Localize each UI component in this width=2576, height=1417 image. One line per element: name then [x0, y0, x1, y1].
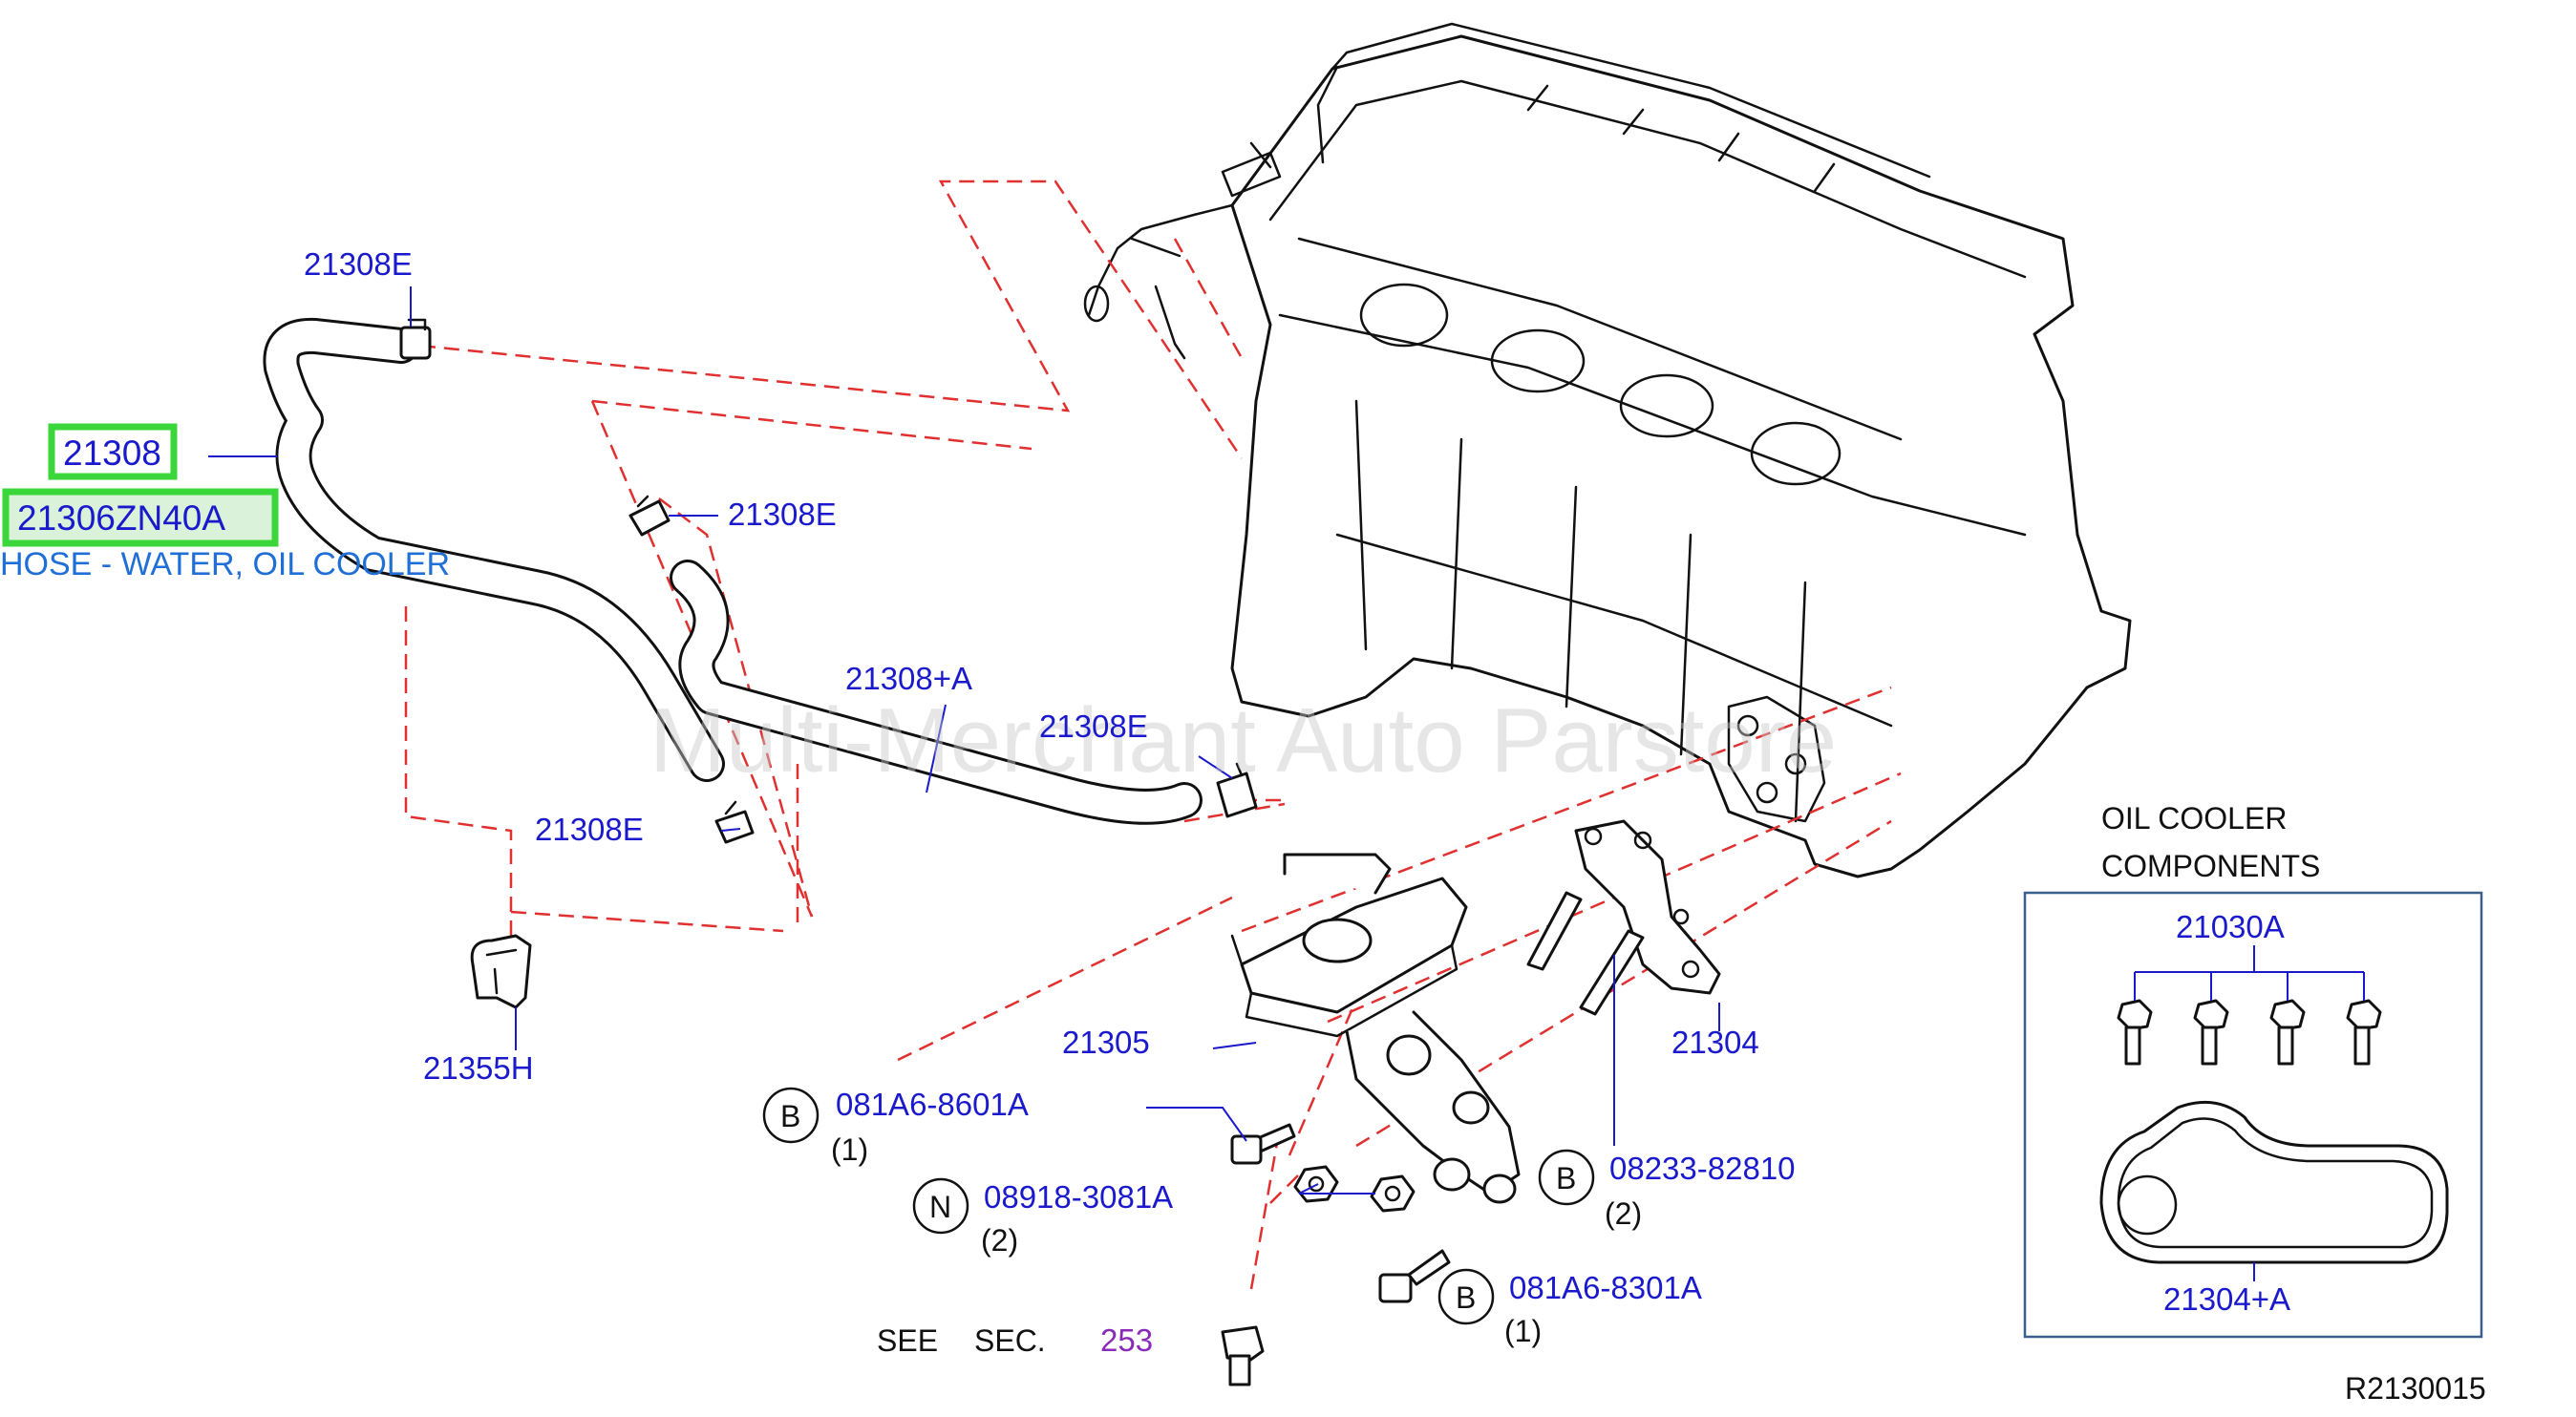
- gasket-21304: [1574, 819, 1721, 995]
- badge-n-letter: N: [929, 1190, 951, 1224]
- label-bolt1[interactable]: 081A6-8601A: [836, 1087, 1029, 1122]
- part-number-highlight-box: [48, 423, 178, 480]
- leader-lines: [208, 286, 2365, 1281]
- label-bolt1-qty: (1): [831, 1132, 868, 1167]
- diagram-reference: R2130015: [2345, 1371, 2486, 1406]
- bolt-icon: [1378, 1249, 1451, 1303]
- clamp-icon: [1216, 762, 1258, 818]
- clamp-icon: [628, 495, 671, 537]
- label-bolts-21030a[interactable]: 21030A: [2176, 909, 2285, 944]
- label-cooler[interactable]: 21305: [1062, 1025, 1150, 1060]
- label-sec-number[interactable]: 253: [1100, 1322, 1153, 1358]
- bracket-21355h: [470, 934, 532, 1009]
- components-title-line1: OIL COOLER: [2101, 801, 2287, 835]
- label-stud-qty: (2): [1605, 1196, 1642, 1231]
- hose-21308-a: [670, 560, 1203, 825]
- label-clamp-mid[interactable]: 21308E: [728, 497, 837, 532]
- badge-b-letter: B: [1556, 1161, 1576, 1195]
- clamp-icon: [399, 318, 432, 360]
- bolt-icon: [2117, 999, 2153, 1066]
- bolt-icon: [2346, 999, 2382, 1066]
- badge-n: [912, 1177, 969, 1235]
- bolt-icon: [1230, 1123, 1296, 1165]
- oil-cooler-21305: [1230, 853, 1521, 1204]
- oem-number-label[interactable]: 21306ZN40A: [17, 498, 225, 538]
- nut-icon: [1370, 1174, 1416, 1213]
- bolt-icon: [2269, 999, 2306, 1066]
- badge-b: [762, 1087, 820, 1144]
- components-title-line2: COMPONENTS: [2101, 849, 2320, 883]
- badge-b: [1437, 1268, 1495, 1325]
- badge-b-letter: B: [780, 1099, 800, 1133]
- engine-block: [1083, 22, 2132, 878]
- label-stud[interactable]: 08233-82810: [1609, 1151, 1796, 1186]
- oil-cooler-components-box: [2023, 891, 2483, 1339]
- label-see: SEE: [877, 1323, 938, 1358]
- badge-b-letter: B: [1456, 1280, 1476, 1315]
- gasket-21304a-icon: [2099, 1100, 2449, 1264]
- badge-b: [1538, 1149, 1595, 1206]
- label-clamp-low[interactable]: 21308E: [535, 812, 644, 847]
- sensor-253-icon: [1221, 1325, 1265, 1386]
- label-bolt2-qty: (1): [1504, 1314, 1542, 1348]
- clamp-icon: [714, 800, 755, 844]
- label-sec: SEC.: [974, 1323, 1046, 1358]
- hose-21308: [263, 317, 725, 782]
- watermark: Multi-Merchant Auto Parstore: [649, 689, 1837, 792]
- label-clamp-top[interactable]: 21308E: [304, 246, 413, 282]
- label-hose-a[interactable]: 21308+A: [845, 661, 972, 696]
- stud-icon: [1526, 891, 1645, 1016]
- label-clamp-right[interactable]: 21308E: [1039, 708, 1148, 744]
- label-bracket[interactable]: 21355H: [423, 1050, 534, 1086]
- label-nut[interactable]: 08918-3081A: [984, 1179, 1173, 1215]
- label-gasket[interactable]: 21304: [1671, 1025, 1759, 1060]
- part-number-label[interactable]: 21308: [63, 434, 161, 473]
- label-gasket-21304a[interactable]: 21304+A: [2163, 1281, 2290, 1317]
- oem-number-highlight-box: [2, 488, 279, 547]
- bolt-icon: [2193, 999, 2229, 1066]
- part-description: HOSE - WATER, OIL COOLER: [0, 546, 450, 582]
- label-bolt2[interactable]: 081A6-8301A: [1509, 1270, 1702, 1305]
- label-nut-qty: (2): [981, 1223, 1018, 1258]
